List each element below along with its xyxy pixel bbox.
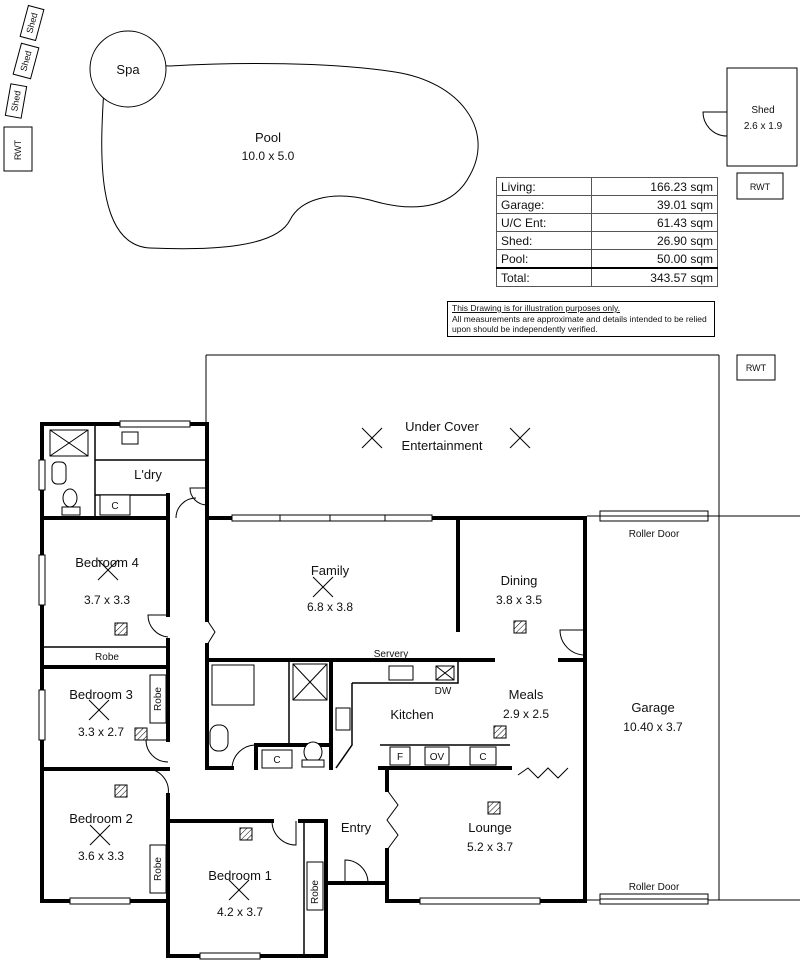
label-garage: Garage — [631, 700, 674, 715]
label-kitchen: Kitchen — [390, 707, 433, 722]
dim-bedroom-4: 3.7 x 3.3 — [84, 593, 130, 607]
roller-door-bottom — [599, 893, 709, 905]
area-value: 50.00 sqm — [591, 249, 718, 269]
svg-text:10.0 x 5.0: 10.0 x 5.0 — [242, 149, 295, 163]
shed-small-2: Shed — [12, 42, 40, 80]
area-label: U/C Ent: — [495, 213, 593, 232]
rwt-tank-1: RWT — [3, 126, 33, 172]
svg-text:RWT: RWT — [750, 182, 771, 192]
label-dining: Dining — [501, 573, 538, 588]
area-row: Shed:26.90 sqm — [495, 231, 718, 250]
rwt-tank-3: RWT — [736, 354, 776, 381]
dim-meals: 2.9 x 2.5 — [503, 707, 549, 721]
garage-outline — [587, 515, 800, 901]
area-value: 61.43 sqm — [591, 213, 718, 232]
area-value: 39.01 sqm — [591, 195, 718, 214]
shed-large: Shed 2.6 x 1.9 — [702, 67, 798, 167]
area-label: Shed: — [495, 231, 593, 250]
dim-lounge: 5.2 x 3.7 — [467, 840, 513, 854]
label-cupboard-kitchen: C — [479, 752, 486, 763]
label-bedroom-3: Bedroom 3 — [69, 687, 133, 702]
svg-text:RWT: RWT — [746, 363, 767, 373]
label-bedroom-4: Bedroom 4 — [75, 555, 139, 570]
area-table: Living:166.23 sqm Garage:39.01 sqm U/C E… — [495, 177, 718, 287]
vents — [114, 620, 527, 841]
fixtures — [49, 429, 497, 911]
area-total-label: Total: — [495, 267, 593, 287]
disclaimer: This Drawing is for illustration purpose… — [447, 301, 715, 337]
label-entertainment: Entertainment — [402, 438, 483, 453]
dim-bedroom-2: 3.6 x 3.3 — [78, 849, 124, 863]
label-robe-bed2: Robe — [153, 857, 164, 881]
area-label: Garage: — [495, 195, 593, 214]
svg-text:Shed: Shed — [751, 105, 774, 116]
label-servery: Servery — [374, 649, 408, 660]
roller-door-top — [599, 510, 709, 522]
label-entry: Entry — [341, 820, 372, 835]
dim-bedroom-1: 4.2 x 3.7 — [217, 905, 263, 919]
svg-text:2.6 x 1.9: 2.6 x 1.9 — [744, 121, 783, 132]
area-row: Living:166.23 sqm — [495, 177, 718, 196]
label-robe-bed3: Robe — [153, 687, 164, 711]
label-lounge: Lounge — [468, 820, 511, 835]
label-oven: OV — [430, 752, 445, 763]
label-meals: Meals — [509, 687, 544, 702]
area-label: Pool: — [495, 249, 593, 269]
area-value: 166.23 sqm — [591, 177, 718, 196]
svg-text:Shed: Shed — [9, 90, 23, 112]
doors — [145, 487, 586, 884]
label-under-cover: Under Cover — [405, 419, 479, 434]
label-bedroom-1: Bedroom 1 — [208, 868, 272, 883]
dim-garage: 10.40 x 3.7 — [623, 720, 683, 734]
label-fridge: F — [397, 752, 403, 763]
dim-bedroom-3: 3.3 x 2.7 — [78, 725, 124, 739]
spa — [89, 30, 167, 108]
under-cover-outline — [205, 354, 720, 900]
disclaimer-line-1: This Drawing is for illustration purpose… — [452, 303, 621, 313]
label-cupboard-laundry: C — [111, 501, 118, 512]
dim-family: 6.8 x 3.8 — [307, 600, 353, 614]
area-row: U/C Ent:61.43 sqm — [495, 213, 718, 232]
shed-small-1: Shed — [19, 4, 45, 42]
dim-dining: 3.8 x 3.5 — [496, 593, 542, 607]
svg-text:Pool: Pool — [255, 130, 281, 145]
svg-text:Spa: Spa — [116, 62, 140, 77]
roller-door-label-bottom: Roller Door — [629, 882, 680, 893]
label-laundry: L'dry — [134, 467, 162, 482]
roller-door-label-top: Roller Door — [629, 529, 680, 540]
area-total-value: 343.57 sqm — [591, 267, 718, 287]
windows — [38, 420, 541, 960]
label-family: Family — [311, 563, 350, 578]
disclaimer-line-2: All measurements are approximate and det… — [452, 313, 707, 335]
label-dishwasher: DW — [435, 686, 452, 697]
house-walls — [40, 422, 587, 958]
label-cupboard-bath: C — [273, 755, 280, 766]
label-bedroom-2: Bedroom 2 — [69, 811, 133, 826]
svg-text:RWT: RWT — [13, 139, 23, 160]
area-label: Living: — [495, 177, 593, 196]
area-row: Garage:39.01 sqm — [495, 195, 718, 214]
ceiling-fans — [88, 427, 531, 901]
rwt-tank-2: RWT — [736, 172, 784, 200]
label-robe-bed1: Robe — [310, 880, 321, 904]
pool: Spa Pool 10.0 x 5.0 — [89, 30, 479, 250]
label-robe-bed4: Robe — [95, 652, 119, 663]
area-value: 26.90 sqm — [591, 231, 718, 250]
area-row: Pool:50.00 sqm — [495, 249, 718, 269]
shed-small-3: Shed — [4, 83, 28, 119]
area-total-row: Total:343.57 sqm — [495, 267, 718, 287]
